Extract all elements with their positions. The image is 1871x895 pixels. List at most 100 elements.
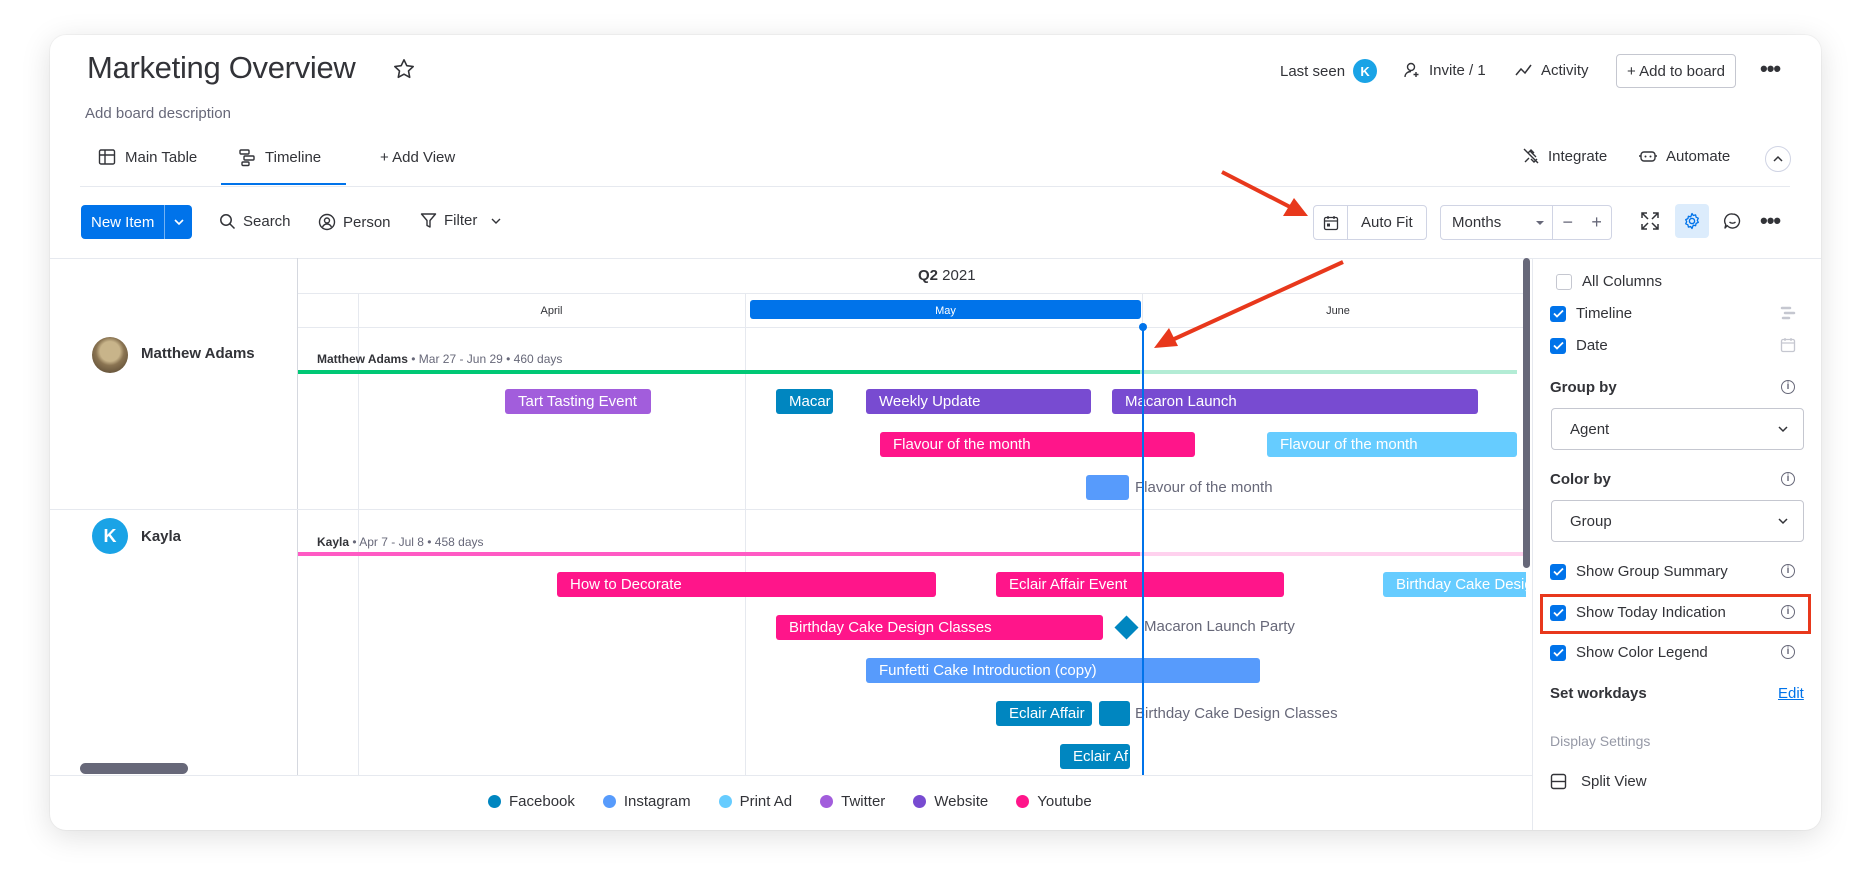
zoom-in-icon[interactable]: + [1591, 212, 1602, 232]
all-columns-option[interactable]: All Columns [1556, 273, 1662, 290]
show-group-summary-checkbox[interactable] [1550, 563, 1566, 580]
show-today-indication-option[interactable]: Show Today Indication [1550, 604, 1726, 621]
tab-timeline-label: Timeline [265, 149, 322, 166]
settings-panel-divider [1532, 258, 1533, 830]
timeline-item[interactable]: Weekly Update [866, 389, 1091, 414]
timeline-item[interactable]: Funfetti Cake Introduction (copy) [866, 658, 1260, 683]
page-title[interactable]: Marketing Overview [87, 50, 356, 85]
tab-timeline[interactable]: Timeline [238, 148, 321, 167]
new-item-button[interactable]: New Item [81, 205, 193, 239]
info-icon[interactable]: i [1781, 645, 1795, 659]
info-icon[interactable]: i [1781, 605, 1795, 619]
group-summary-bar-future [1140, 370, 1517, 374]
grid-line [745, 293, 746, 775]
info-icon[interactable]: i [1781, 472, 1795, 486]
color-by-value: Group [1570, 512, 1612, 530]
vertical-scrollbar[interactable] [1523, 258, 1530, 568]
star-icon[interactable] [392, 57, 416, 86]
activity-button[interactable]: Activity [1515, 61, 1589, 79]
auto-fit-label: Auto Fit [1361, 214, 1413, 231]
chevron-down-icon [1778, 518, 1788, 525]
tabs-divider [80, 186, 1790, 187]
search-button[interactable]: Search [219, 213, 291, 230]
timeline-item[interactable]: Eclair Affair [996, 701, 1092, 726]
info-icon[interactable]: i [1781, 564, 1795, 578]
avatar[interactable]: K [92, 518, 128, 554]
timescale-select[interactable]: Months [1452, 214, 1502, 231]
color-by-select[interactable]: Group [1551, 500, 1804, 542]
timeline-column-label: Timeline [1576, 305, 1633, 322]
timeline-item[interactable]: Tart Tasting Event [505, 389, 651, 414]
timeline-column-checkbox[interactable] [1550, 305, 1566, 322]
timeline-item[interactable]: Birthday Cake Design [1383, 572, 1526, 597]
all-columns-label: All Columns [1582, 273, 1663, 290]
show-color-legend-checkbox[interactable] [1550, 644, 1566, 661]
timeline-item[interactable]: Birthday Cake Design Classes [776, 615, 1103, 640]
timeline-item[interactable] [1086, 475, 1129, 500]
new-item-dropdown[interactable] [164, 205, 192, 239]
tab-main-table[interactable]: Main Table [98, 148, 197, 167]
legend-item: Twitter [820, 793, 885, 810]
timeline-item[interactable]: Eclair Affair Event [996, 572, 1284, 597]
timeline-item[interactable]: Macar [776, 389, 833, 414]
chat-icon[interactable] [1723, 212, 1742, 236]
timeline-item[interactable]: Eclair Af [1060, 744, 1130, 769]
add-to-board-button[interactable]: + Add to board [1616, 54, 1736, 88]
filter-button[interactable]: Filter [420, 212, 502, 229]
more-options-icon[interactable]: ••• [1760, 56, 1781, 81]
show-today-indication-checkbox[interactable] [1550, 604, 1566, 621]
people-column-divider [297, 258, 298, 775]
timeline-item[interactable]: How to Decorate [557, 572, 936, 597]
arrow-to-auto-fit [1221, 170, 1308, 216]
board-description[interactable]: Add board description [85, 105, 231, 122]
invite-button[interactable]: Invite / 1 [1403, 61, 1486, 79]
group-by-heading: Group by [1550, 379, 1617, 396]
show-color-legend-option[interactable]: Show Color Legend [1550, 644, 1708, 661]
person-icon [318, 213, 336, 231]
legend-label: Instagram [623, 793, 691, 810]
all-columns-checkbox[interactable] [1556, 273, 1572, 290]
new-item-label[interactable]: New Item [91, 213, 155, 231]
person-filter-button[interactable]: Person [318, 213, 391, 231]
timeline-item[interactable]: Macaron Launch [1112, 389, 1478, 414]
add-view-button[interactable]: + Add View [380, 149, 456, 166]
grid-line [1142, 293, 1143, 328]
timeline-item-label: Flavour of the month [1135, 479, 1273, 496]
settings-button[interactable] [1675, 204, 1709, 238]
info-icon[interactable]: i [1781, 380, 1795, 394]
legend-label: Twitter [841, 793, 886, 810]
avatar[interactable] [92, 337, 128, 373]
quarter-name: Q2 [918, 267, 939, 284]
legend-dot [718, 795, 732, 808]
timeline-column-option[interactable]: Timeline [1550, 305, 1632, 322]
integrate-button[interactable]: Integrate [1522, 147, 1607, 165]
more-options-icon[interactable]: ••• [1760, 208, 1781, 233]
automate-button[interactable]: Automate [1638, 147, 1730, 165]
timeline-item[interactable] [1099, 701, 1130, 726]
split-view-option[interactable]: Split View [1550, 773, 1647, 790]
caret-down-icon[interactable] [1528, 218, 1553, 228]
legend-dot [1016, 795, 1030, 808]
quarter-year: 2021 [938, 267, 976, 284]
last-seen[interactable]: Last seen K [1280, 59, 1378, 83]
fullscreen-icon[interactable] [1640, 211, 1660, 236]
zoom-out-icon[interactable]: − [1562, 212, 1574, 232]
legend-item: Website [913, 793, 988, 810]
group-by-select[interactable]: Agent [1551, 408, 1804, 450]
group-by-value: Agent [1570, 420, 1610, 438]
header-divider [298, 293, 1526, 294]
robot-icon [1639, 151, 1657, 162]
group-summary-bar [298, 552, 1140, 556]
group-divider [50, 509, 1526, 510]
date-column-option[interactable]: Date [1550, 337, 1608, 354]
legend-dot [488, 795, 501, 808]
timescale-control[interactable]: Months − + [1440, 205, 1612, 240]
auto-fit-button[interactable]: Auto Fit [1313, 205, 1427, 240]
integrate-icon [1523, 148, 1539, 164]
horizontal-scrollbar[interactable] [80, 763, 188, 774]
date-column-checkbox[interactable] [1550, 337, 1566, 354]
show-group-summary-option[interactable]: Show Group Summary [1550, 563, 1728, 580]
edit-workdays-link[interactable]: Edit [1778, 685, 1804, 702]
collapse-header-button[interactable] [1765, 146, 1791, 172]
timeline-item[interactable]: Flavour of the month [1267, 432, 1517, 457]
